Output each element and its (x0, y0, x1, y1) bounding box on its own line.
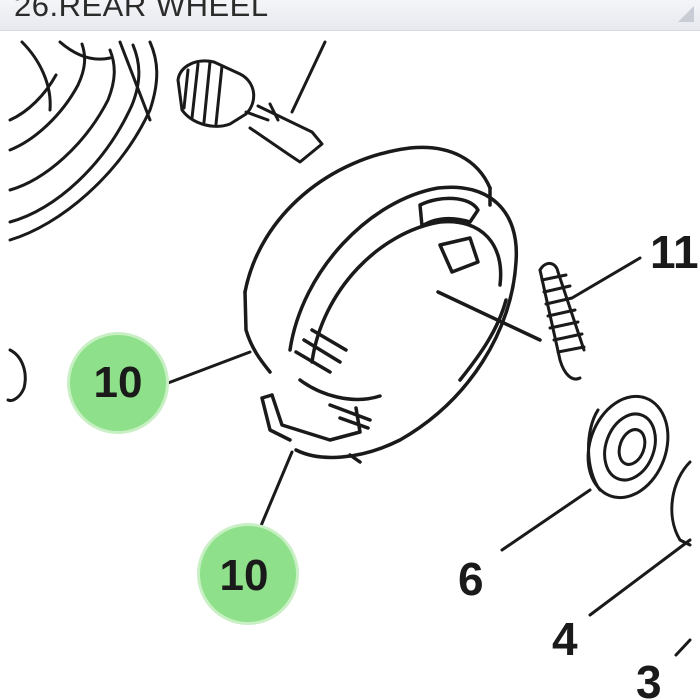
bearing-drawing (500, 394, 670, 552)
spring-drawing (538, 256, 642, 381)
callout-4: 4 (552, 613, 578, 665)
callout-6: 6 (458, 553, 484, 605)
brake-cam-drawing (176, 40, 327, 164)
svg-text:10: 10 (94, 358, 143, 407)
section-title: 26.REAR WHEEL (14, 0, 269, 23)
callout-3: 3 (636, 656, 662, 700)
leader-line-10-upper (166, 350, 252, 385)
axle-parts-drawing (6, 348, 692, 657)
callout-10-lower: 10 (197, 523, 299, 625)
callout-10-upper: 10 (67, 332, 169, 434)
corner-fold-icon (678, 6, 694, 22)
svg-text:10: 10 (220, 551, 269, 600)
section-header: 26.REAR WHEEL (0, 0, 700, 31)
callout-11: 11 (650, 226, 699, 278)
wheel-hub-drawing (8, 40, 159, 242)
brake-shoe-drawing (243, 145, 542, 464)
